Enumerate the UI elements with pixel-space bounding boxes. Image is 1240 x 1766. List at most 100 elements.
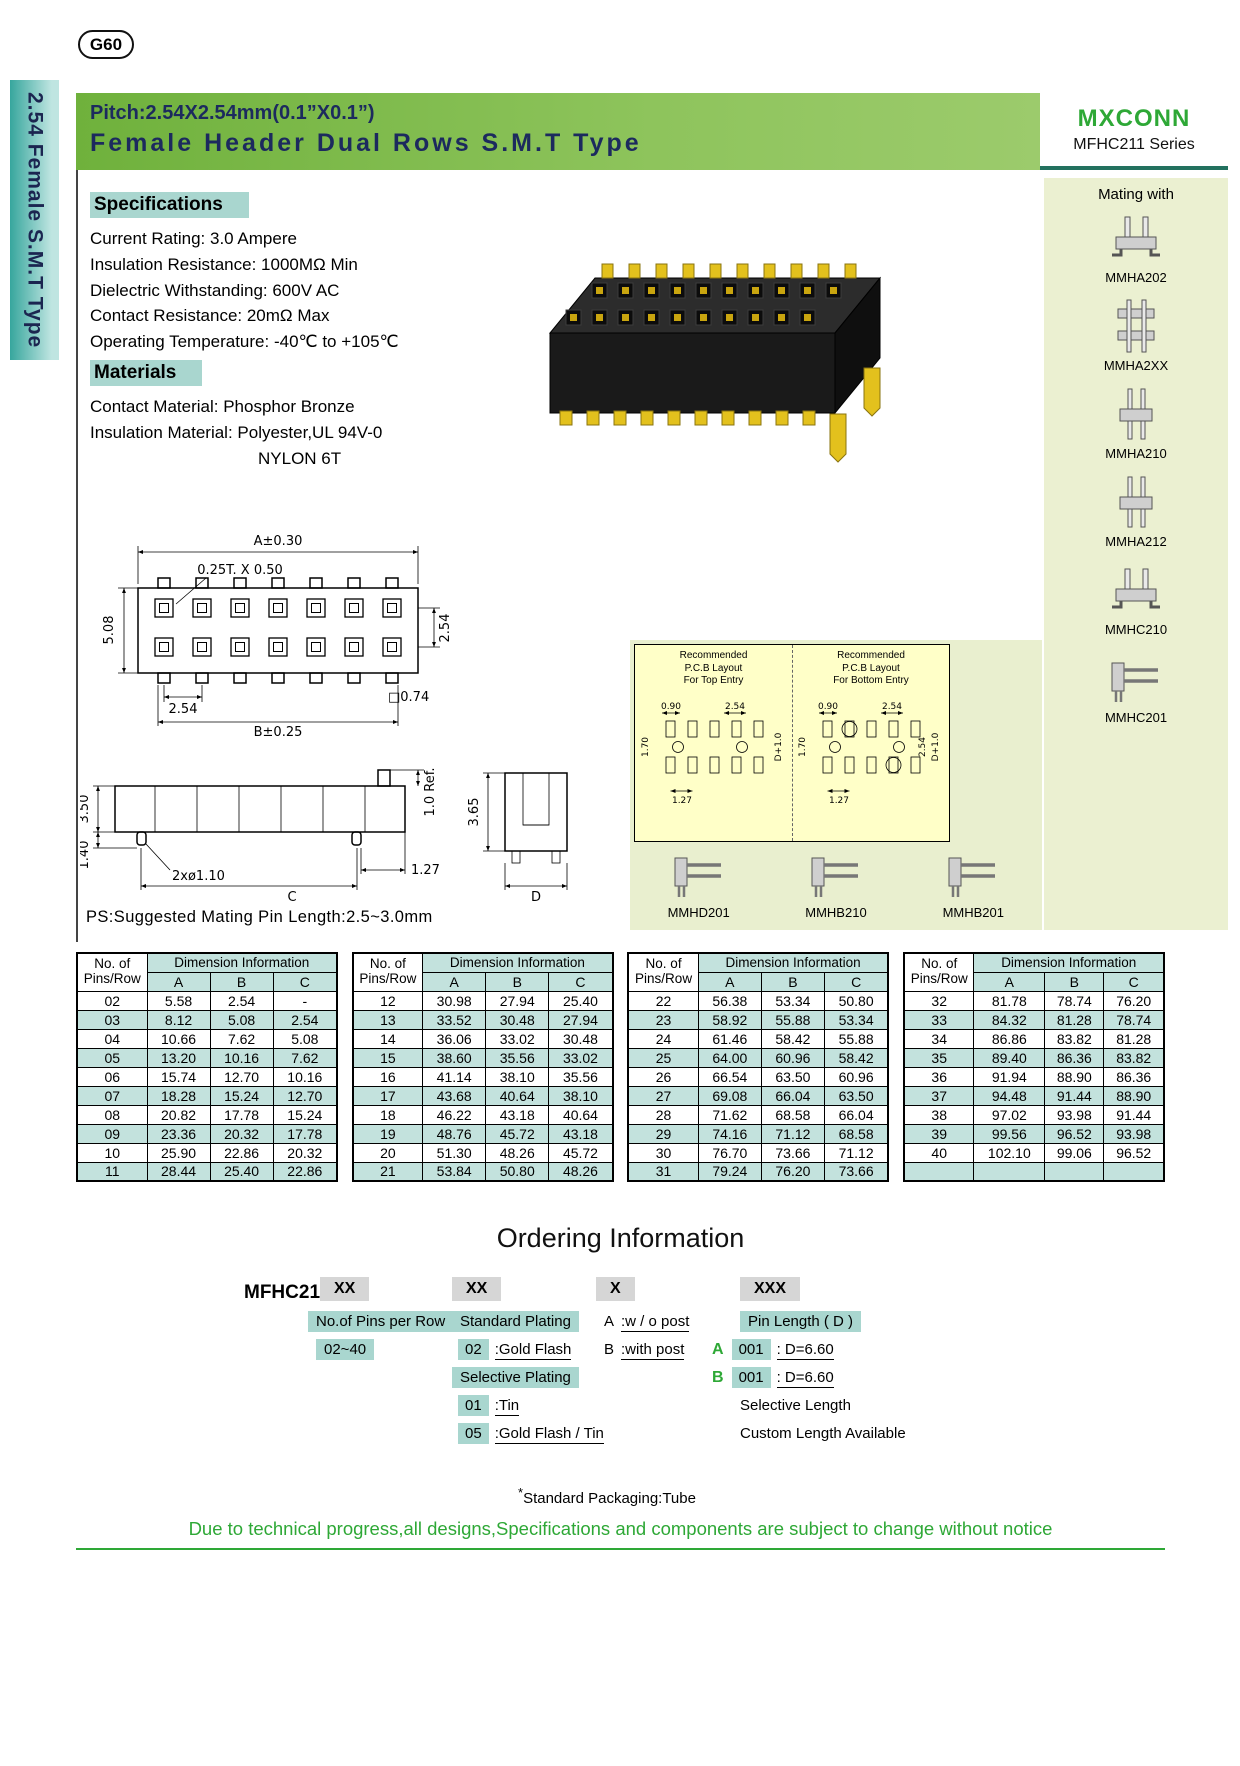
mating-heading: Mating with [1098, 186, 1174, 203]
table-cell: 99.06 [1044, 1142, 1105, 1163]
table-cell: 18 [352, 1104, 424, 1125]
table-cell: 25 [627, 1047, 699, 1068]
table-cell: 76.20 [760, 1161, 825, 1182]
table-cell: 99.56 [973, 1123, 1046, 1144]
length-value-b: : D=6.60 [776, 1369, 834, 1388]
table-cell: 91.44 [1044, 1085, 1105, 1106]
col-header-c: C [1103, 971, 1165, 992]
pcb-top-title-3: For Top Entry [683, 675, 744, 686]
table-cell [903, 1161, 975, 1182]
post-option-a: A [604, 1313, 615, 1330]
table-cell: 53.34 [823, 1009, 889, 1030]
materials-section: Materials Contact Material: Phosphor Bro… [90, 360, 490, 471]
pcb-dim-254: 2.54 [882, 702, 902, 712]
table-cell: 36.06 [422, 1028, 487, 1049]
side-view-drawing: 1.0 Ref. 3.50 1.40 2xø1.10 C 1.27 3.65 [80, 767, 568, 905]
table-cell: 22.86 [272, 1161, 338, 1182]
table-cell: 19 [352, 1123, 424, 1144]
pcb-top-title-1: Recommended [679, 650, 748, 661]
dim-leg-height-label: 1.40 [80, 841, 92, 870]
table-cell: 14 [352, 1028, 424, 1049]
table-cell: 5.08 [209, 1009, 274, 1030]
series-name: MFHC211 Series [1073, 136, 1195, 153]
materials-heading: Materials [90, 360, 203, 386]
table-cell: 38.60 [422, 1047, 487, 1068]
table-cell: 25.90 [146, 1142, 211, 1163]
table-cell: 25.40 [548, 990, 614, 1011]
col-header-a: A [422, 971, 487, 992]
table-cell: 91.44 [1103, 1104, 1165, 1125]
table-cell: 27.94 [548, 1009, 614, 1030]
table-cell: 30 [627, 1142, 699, 1163]
plating-code-05: 05 [458, 1423, 489, 1444]
table-cell: 68.58 [823, 1123, 889, 1144]
col-header-a: A [973, 971, 1046, 992]
table-cell: 60.96 [823, 1066, 889, 1087]
pcb-dim-127: 1.27 [671, 796, 691, 806]
mating-connector-label: MMHA210 [1105, 446, 1167, 461]
pcb-dim-254-side: 2.54 [918, 736, 928, 756]
table-cell: 86.36 [1044, 1047, 1105, 1068]
dim-pitch-label: 2.54 [169, 702, 198, 717]
table-cell: 61.46 [697, 1028, 762, 1049]
table-cell: 41.14 [422, 1066, 487, 1087]
table-cell: 60.96 [760, 1047, 825, 1068]
table-cell: 12.70 [209, 1066, 274, 1087]
mating-connector-label: MMHC210 [1104, 622, 1168, 637]
table-cell: 76.70 [697, 1142, 762, 1163]
length-code-a: 001 [731, 1339, 771, 1360]
table-cell: 30.48 [548, 1028, 614, 1049]
table-cell: 48.76 [422, 1123, 487, 1144]
col-header-c: C [548, 971, 614, 992]
table-cell: 91.94 [973, 1066, 1046, 1087]
table-cell: 38.10 [548, 1085, 614, 1106]
mating-connector-item: MMHD201 [663, 846, 735, 920]
table-cell: 13 [352, 1009, 424, 1030]
col-header-b: B [1044, 971, 1105, 992]
dim-body-height-label: 3.50 [80, 795, 92, 824]
table-cell: 66.04 [823, 1104, 889, 1125]
table-cell: 33.02 [548, 1047, 614, 1068]
plating-code-01: 01 [458, 1395, 489, 1416]
pcb-bottom-title-2: P.C.B Layout [842, 662, 900, 674]
top-view-drawing: A±0.30 0.25T. X 0.50 5.08 2.54 [102, 534, 453, 738]
table-cell: 27.94 [485, 990, 550, 1011]
table-cell: 20.32 [209, 1123, 274, 1144]
packaging-note: *Standard Packaging:Tube [518, 1485, 696, 1507]
right-angle-header-icon [947, 856, 998, 899]
packaging-star: * [518, 1485, 524, 1500]
table-cell: 15.74 [146, 1066, 211, 1087]
table-cell: 68.58 [760, 1104, 825, 1125]
table-cell: 84.32 [973, 1009, 1046, 1030]
length-option-b: B [712, 1369, 724, 1386]
table-cell: 71.62 [697, 1104, 762, 1125]
table-cell: 55.88 [823, 1028, 889, 1049]
table-cell: 51.30 [422, 1142, 487, 1163]
table-cell: 10.16 [272, 1066, 338, 1087]
table-cell: 5.58 [146, 990, 211, 1011]
pcb-layout-box: Recommended P.C.B Layout For Top Entry 0… [634, 644, 950, 842]
spec-dielectric: Dielectric Withstanding: 600V AC [90, 280, 340, 300]
table-cell: 17 [352, 1085, 424, 1106]
table-cell: 93.98 [1103, 1123, 1165, 1144]
material-contact: Contact Material: Phosphor Bronze [90, 397, 355, 416]
table-cell: 45.72 [485, 1123, 550, 1144]
smt-header-icon [1110, 215, 1162, 257]
table-cell: 78.74 [1044, 990, 1105, 1011]
table-cell: 22.86 [209, 1142, 274, 1163]
